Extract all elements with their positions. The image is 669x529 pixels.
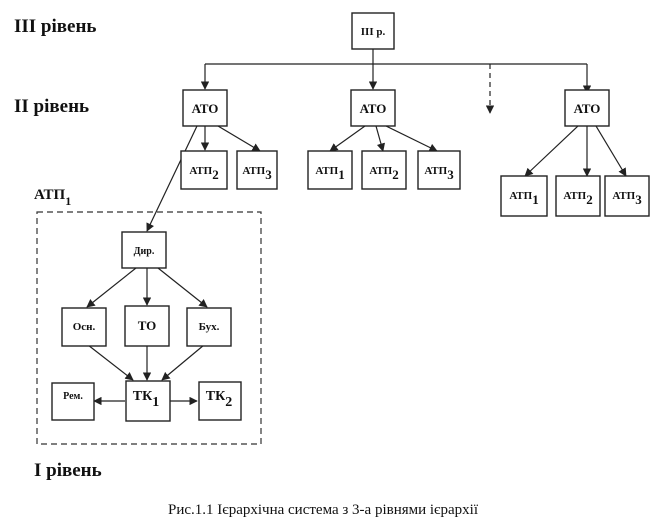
edge-osn-tk1 — [87, 344, 134, 381]
edge-ato-left-atp3 — [217, 125, 261, 152]
node-right-atp2: АТП2 — [555, 175, 601, 217]
node-mid-atp2-sub: 2 — [392, 167, 399, 182]
node-mid-atp3-label: АТП — [424, 165, 447, 177]
figure-caption: Рис.1.1 Ієрархічна система з 3-а рівнями… — [168, 502, 479, 518]
node-dir: Дир. — [121, 231, 167, 269]
edge-ato-right-atp3 — [595, 125, 627, 177]
node-left-atp2-label: АТП — [189, 165, 212, 177]
node-left-atp3-sub: 3 — [265, 167, 272, 182]
atp1-group-label: АТП1 — [34, 187, 71, 208]
svg-text:АТО: АТО — [192, 101, 219, 116]
svg-text:АТП1: АТП1 — [509, 190, 538, 207]
node-right-atp3: АТП3 — [604, 175, 650, 217]
node-tk2-label: ТК — [206, 389, 226, 404]
node-tk1: ТК1 — [125, 380, 171, 422]
svg-text:ТО: ТО — [138, 318, 157, 333]
node-left-atp3: АТП3 — [236, 150, 278, 190]
node-right-atp3-label: АТП — [612, 190, 635, 202]
node-right-atp1: АТП1 — [500, 175, 548, 217]
svg-text:АТП1: АТП1 — [315, 165, 344, 182]
node-osn-label: Осн. — [73, 321, 96, 333]
node-mid-atp2: АТП2 — [361, 150, 407, 190]
edge-buh-tk1 — [161, 344, 205, 381]
svg-text:АТО: АТО — [360, 101, 387, 116]
svg-text:АТП3: АТП3 — [612, 190, 642, 207]
node-mid-atp1-label: АТП — [315, 165, 338, 177]
node-right-atp2-label: АТП — [563, 190, 586, 202]
node-right-atp1-sub: 1 — [532, 192, 539, 207]
node-left-atp2: АТП2 — [180, 150, 228, 190]
svg-text:АТП2: АТП2 — [369, 165, 398, 182]
svg-text:АТО: АТО — [574, 101, 601, 116]
node-mid-atp3-sub: 3 — [447, 167, 454, 182]
node-buh: Бух. — [186, 307, 232, 347]
node-mid-atp1-sub: 1 — [338, 167, 345, 182]
node-dir-label: Дир. — [134, 246, 155, 257]
node-ato-mid: АТО — [350, 89, 396, 127]
level-3-label: ІІІ рівень — [14, 16, 96, 37]
edge-dir-osn — [86, 267, 137, 308]
edge-ato-mid-atp1 — [329, 125, 366, 152]
node-level3-top: ІІІ р. — [351, 12, 395, 50]
node-level3-top-label: ІІІ р. — [361, 26, 386, 38]
svg-text:АТП2: АТП2 — [563, 190, 592, 207]
node-ato-right-label: АТО — [574, 101, 601, 116]
edge-dir-buh — [157, 267, 208, 308]
edge-ato-mid-atp2 — [375, 125, 386, 152]
edge-ato-right-atp1 — [524, 125, 579, 177]
node-ato-right: АТО — [564, 89, 610, 127]
node-right-atp2-sub: 2 — [586, 192, 593, 207]
node-tk2: ТК2 — [198, 381, 242, 421]
edge-ato-left-atp1-group — [146, 125, 198, 232]
svg-text:Бух.: Бух. — [199, 321, 220, 333]
node-ato-mid-label: АТО — [360, 101, 387, 116]
node-right-atp3-sub: 3 — [635, 192, 642, 207]
node-to: ТО — [124, 305, 170, 347]
svg-text:Рем.: Рем. — [63, 391, 83, 402]
edges — [86, 49, 627, 406]
node-left-atp3-label: АТП — [242, 165, 265, 177]
node-rem: Рем. — [51, 382, 95, 421]
svg-text:ТК2: ТК2 — [206, 389, 233, 410]
svg-text:Дир.: Дир. — [134, 246, 155, 257]
node-buh-label: Бух. — [199, 321, 220, 333]
svg-text:Осн.: Осн. — [73, 321, 96, 333]
node-ato-left-label: АТО — [192, 101, 219, 116]
node-mid-atp1: АТП1 — [307, 150, 353, 190]
node-mid-atp3: АТП3 — [417, 150, 461, 190]
node-rem-label: Рем. — [63, 391, 83, 402]
node-mid-atp2-label: АТП — [369, 165, 392, 177]
node-tk2-sub: 2 — [225, 395, 232, 410]
node-osn: Осн. — [61, 307, 107, 347]
node-right-atp1-label: АТП — [509, 190, 532, 202]
svg-text:ІІІ р.: ІІІ р. — [361, 26, 386, 38]
atp1-group-label-sub: 1 — [65, 194, 71, 208]
level-1-label: І рівень — [34, 460, 102, 481]
node-ato-left: АТО — [182, 89, 228, 127]
node-to-label: ТО — [138, 318, 157, 333]
atp1-group-label-main: АТП — [34, 187, 66, 203]
level-2-label: ІІ рівень — [14, 96, 89, 117]
atp1-group-frame — [36, 211, 262, 445]
svg-text:АТП2: АТП2 — [189, 165, 218, 182]
edge-ato-mid-atp3 — [385, 125, 438, 152]
svg-text:АТП3: АТП3 — [424, 165, 454, 182]
svg-text:АТП3: АТП3 — [242, 165, 272, 182]
node-left-atp2-sub: 2 — [212, 167, 219, 182]
node-tk1-sub: 1 — [152, 395, 159, 410]
svg-text:ТК1: ТК1 — [133, 389, 160, 410]
node-tk1-label: ТК — [133, 389, 153, 404]
